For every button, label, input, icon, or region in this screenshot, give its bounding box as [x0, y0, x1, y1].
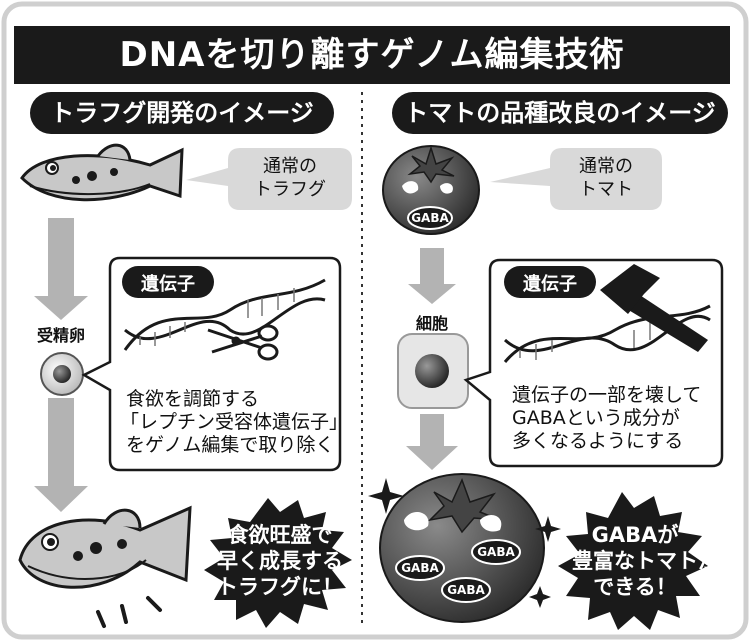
- right-result-1: GABAが: [572, 522, 698, 548]
- big-tomato-gaba-tag-3: GABA: [442, 583, 490, 597]
- cell-icon: [398, 334, 468, 408]
- main-title: DNAを切り離すゲノム編集技術: [14, 26, 730, 84]
- left-result-1: 食欲旺盛で: [216, 522, 344, 548]
- right-result-3: できる！: [572, 574, 698, 600]
- right-desc-1: 遺伝子の一部を壊して: [512, 384, 701, 407]
- tomato-gaba-tag: GABA: [408, 211, 452, 225]
- big-tomato-gaba-tag-2: GABA: [472, 545, 520, 559]
- cell-label: 細胞: [402, 310, 462, 334]
- left-desc-3: をゲノム編集で取り除く: [126, 434, 334, 457]
- right-section-title: トマトの品種改良のイメージ: [392, 92, 728, 134]
- right-normal-label-1: 通常の: [550, 155, 662, 179]
- right-gene-label: 遺伝子: [504, 270, 596, 296]
- left-gene-label: 遺伝子: [122, 270, 214, 296]
- left-result-3: トラフグに！: [216, 574, 344, 600]
- egg-label: 受精卵: [28, 322, 94, 346]
- big-tomato-gaba-tag-1: GABA: [396, 561, 444, 575]
- right-desc-2: GABAという成分が: [512, 407, 680, 430]
- right-desc-3: 多くなるようにする: [512, 430, 683, 453]
- left-normal-label-2: トラフグ: [228, 178, 352, 202]
- fertilized-egg-icon: [41, 353, 83, 395]
- right-normal-label-2: トマト: [550, 178, 662, 202]
- left-result-2: 早く成長する: [216, 548, 344, 574]
- right-result-2: 豊富なトマトが: [572, 548, 698, 574]
- left-normal-label-1: 通常の: [228, 155, 352, 179]
- left-desc-1: 食欲を調節する: [126, 388, 259, 411]
- left-desc-2: 「レプチン受容体遺伝子」: [120, 411, 348, 434]
- left-section-title: トラフグ開発のイメージ: [30, 92, 334, 134]
